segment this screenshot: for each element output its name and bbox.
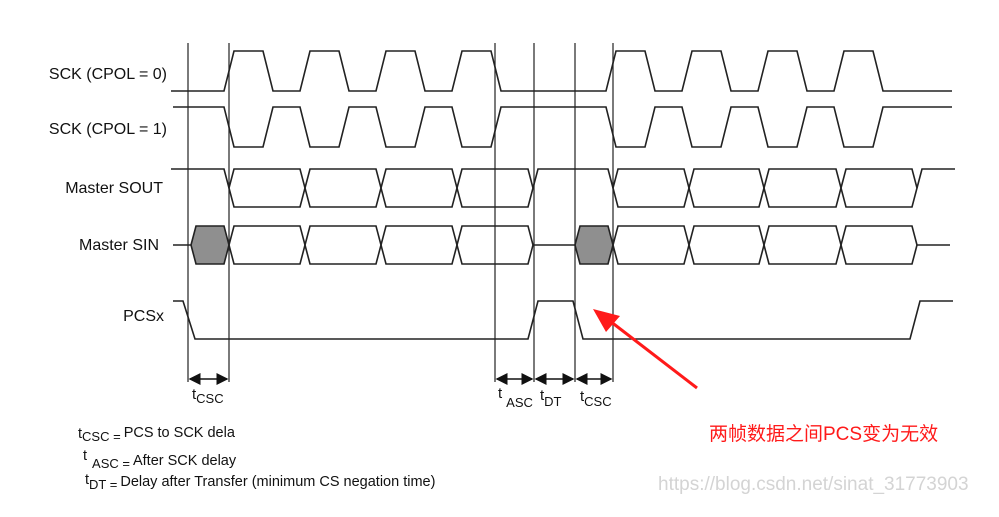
sout-data-bit	[612, 168, 690, 208]
signal-label-pcsx: PCSx	[123, 308, 164, 325]
sin-data-bit	[228, 225, 306, 265]
label-tcsc-1: tCSC	[192, 386, 224, 406]
sout-data-bit	[228, 168, 306, 208]
sout-idle-end	[916, 168, 955, 189]
label-tdt: tDT	[540, 387, 562, 409]
sin-undefined-data	[574, 225, 614, 265]
waveform-pcsx	[173, 300, 953, 340]
sin-data-bit	[688, 225, 765, 265]
legend-tcsc: tCSC =PCS to SCK dela	[78, 425, 236, 444]
sout-data-bit	[840, 168, 918, 208]
red-annotation-arrow	[605, 316, 698, 390]
signal-label-master-sin: Master SIN	[79, 237, 159, 254]
sout-data-bit	[688, 168, 765, 208]
sin-data-bit	[763, 225, 842, 265]
sout-idle-gap	[532, 168, 614, 189]
sout-data-bit	[456, 168, 534, 208]
signal-label-sck-cpol0: SCK (CPOL = 0)	[49, 66, 167, 83]
waveform-sck-cpol0	[171, 50, 952, 92]
label-tasc: tASC	[498, 385, 533, 410]
red-arrow-head-icon	[593, 309, 620, 332]
sout-idle-start	[171, 168, 230, 189]
watermark: https://blog.csdn.net/sinat_31773903	[658, 474, 969, 495]
label-tcsc-2: tCSC	[580, 388, 612, 409]
sin-data-bit	[840, 225, 918, 265]
legend-tdt: tDT =Delay after Transfer (minimum CS ne…	[85, 472, 435, 492]
waveform-master-sout	[171, 168, 955, 208]
sout-data-bit	[380, 168, 458, 208]
sin-undefined-data	[190, 225, 230, 265]
sin-data-bit	[304, 225, 382, 265]
sout-data-bit	[304, 168, 382, 208]
sin-data-bit	[612, 225, 690, 265]
waveform-master-sin	[173, 225, 950, 265]
signal-label-master-sout: Master SOUT	[65, 180, 163, 197]
timing-reference-lines	[187, 43, 614, 382]
sout-data-bit	[763, 168, 842, 208]
waveform-sck-cpol1	[173, 106, 952, 148]
sin-data-bit	[456, 225, 534, 265]
annotation-text: 两帧数据之间PCS变为无效	[709, 423, 938, 445]
signal-label-sck-cpol1: SCK (CPOL = 1)	[49, 121, 167, 138]
sin-data-bit	[380, 225, 458, 265]
